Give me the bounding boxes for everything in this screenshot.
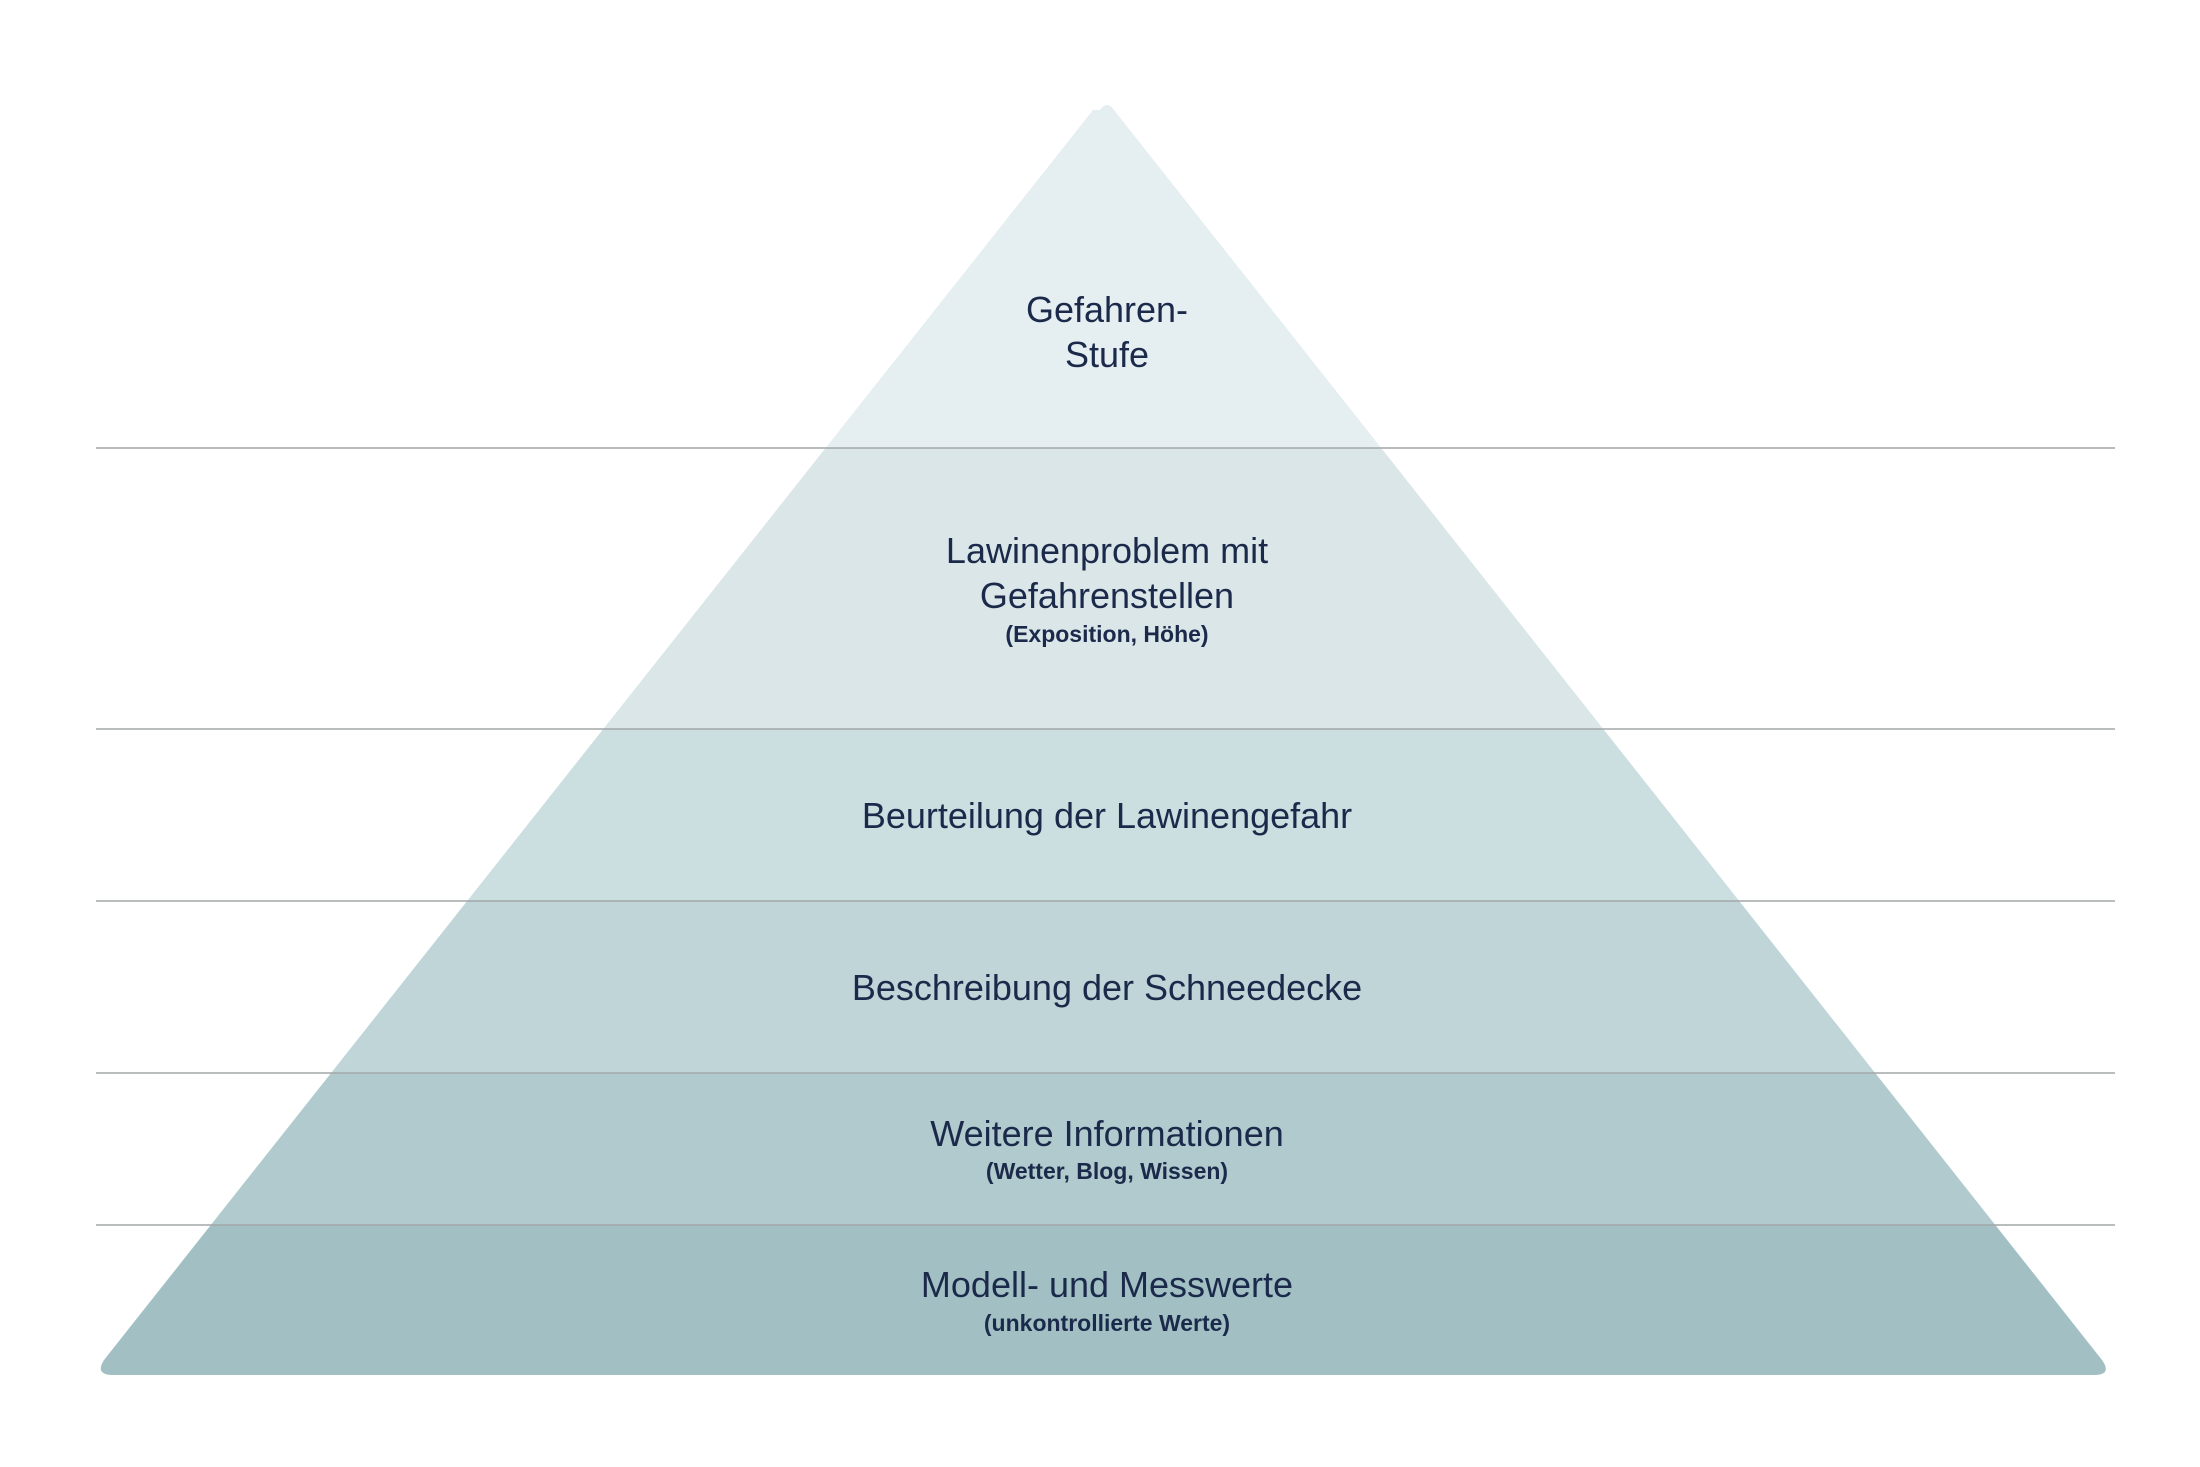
level-sublabel: (unkontrollierte Werte) xyxy=(984,1310,1230,1336)
level-label: Modell- und Messwerte xyxy=(921,1264,1293,1305)
level-label: Lawinenproblem mit xyxy=(946,530,1268,571)
pyramid-level-6 xyxy=(100,1225,2106,1375)
level-label: Weitere Informationen xyxy=(930,1113,1284,1154)
level-label: Gefahren- xyxy=(1026,289,1188,330)
level-sublabel: (Exposition, Höhe) xyxy=(1005,621,1208,647)
level-label: Beschreibung der Schneedecke xyxy=(852,967,1362,1008)
level-label: Beurteilung der Lawinengefahr xyxy=(862,795,1352,836)
level-sublabel: (Wetter, Blog, Wissen) xyxy=(986,1158,1228,1184)
pyramid-level-1 xyxy=(100,105,2106,448)
level-label: Gefahrenstellen xyxy=(980,575,1234,616)
pyramid-level-5 xyxy=(100,1073,2106,1225)
level-label: Stufe xyxy=(1065,334,1149,375)
